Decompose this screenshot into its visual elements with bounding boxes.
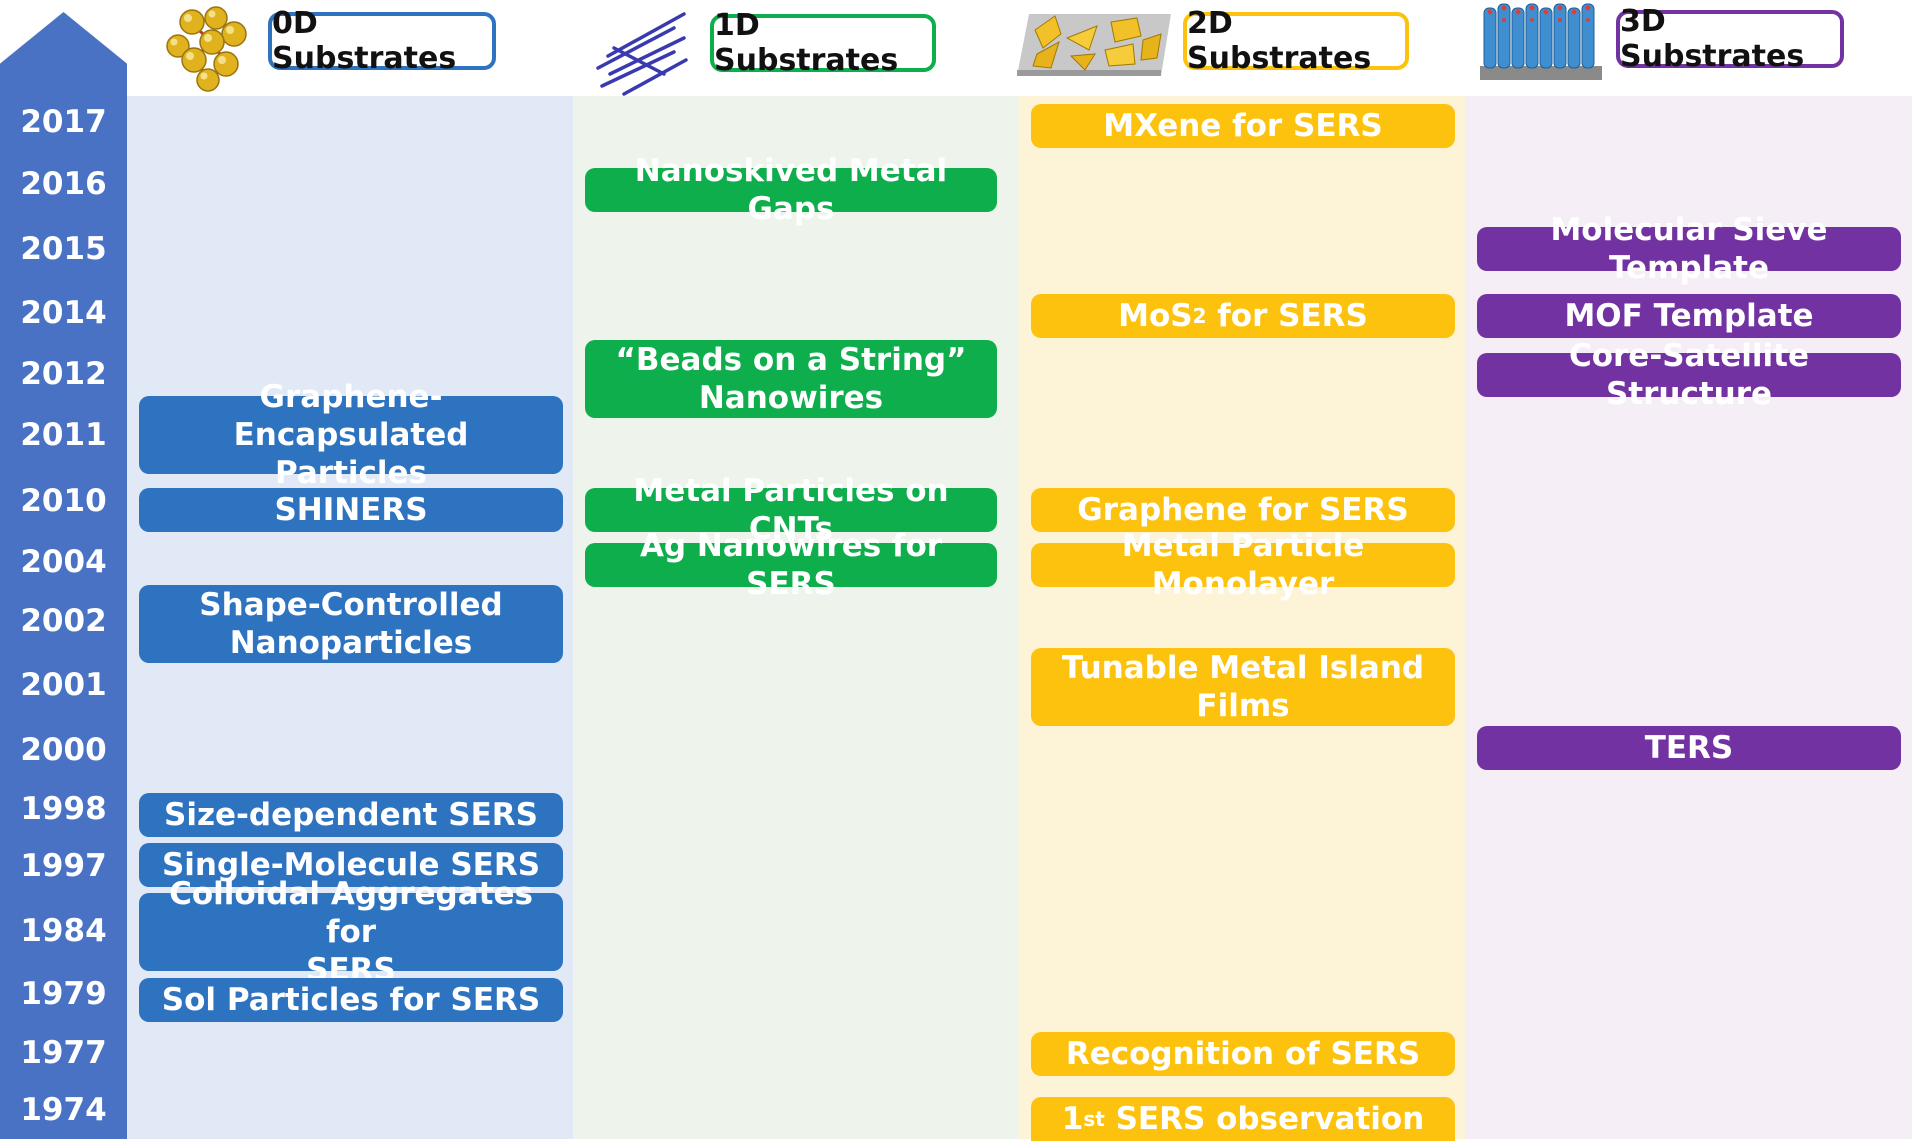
box-size-dependent-sers: Size-dependent SERS <box>139 793 563 837</box>
year-label: 2002 <box>20 603 107 639</box>
box-recognition-of-sers: Recognition of SERS <box>1031 1032 1455 1076</box>
box-beads-on-a-string-nanowires: “Beads on a String”Nanowires <box>585 340 997 418</box>
year-label: 1997 <box>20 848 107 884</box>
year-label: 2004 <box>20 544 107 580</box>
timeline-arrow-head <box>0 12 127 88</box>
year-label: 2010 <box>20 483 107 519</box>
header-3d-substrates: 3D Substrates <box>1616 4 1844 74</box>
year-label: 1984 <box>20 913 107 949</box>
box-metal-particle-monolayer: Metal Particle Monolayer <box>1031 528 1455 602</box>
box-text-line: Shape-Controlled <box>199 587 503 623</box>
nanowires-icon <box>596 12 688 96</box>
box-ters: TERS <box>1477 726 1901 770</box>
box-text-line: Tunable Metal Island <box>1061 650 1425 686</box>
box-shiners: SHINERS <box>139 488 563 532</box>
nanoplates-film-icon <box>1017 14 1171 76</box>
year-label: 2015 <box>20 231 107 267</box>
box-metal-particles-on-cnts: Metal Particles on CNTs <box>585 473 997 547</box>
year-label: 2012 <box>20 356 107 392</box>
box-text-for-sers: for SERS <box>1206 298 1368 334</box>
box-text-line: Nanowires <box>698 380 884 416</box>
box-text-sers-observation: SERS observation <box>1104 1101 1425 1137</box>
box-graphene-sers: Graphene for SERS <box>1031 488 1455 532</box>
timeline-axis <box>0 86 127 1139</box>
box-text-line: Nanoparticles <box>229 625 473 661</box>
header-1d-substrates: 1D Substrates <box>710 8 936 78</box>
box-molecular-sieve-template: Molecular Sieve Template <box>1477 212 1901 286</box>
box-text-line: Particles <box>274 455 428 491</box>
year-label: 1974 <box>20 1092 107 1128</box>
year-label: 2011 <box>20 417 107 453</box>
box-text-line: “Beads on a String” <box>615 342 967 378</box>
year-label: 2017 <box>20 104 107 140</box>
column-1d-background <box>573 96 1019 1139</box>
nanopillar-array-icon <box>1480 3 1602 80</box>
year-label: 1979 <box>20 976 107 1012</box>
year-label: 2001 <box>20 667 107 703</box>
box-ag-nanowires-sers: Ag Nanowires for SERS <box>585 528 997 602</box>
box-core-satellite-structure: Core-Satellite Structure <box>1477 338 1901 412</box>
box-nanoskived-metal-gaps: Nanoskived Metal Gaps <box>585 153 997 227</box>
year-label: 1998 <box>20 791 107 827</box>
nanoparticle-cluster-icon <box>166 6 247 92</box>
year-label: 1977 <box>20 1035 107 1071</box>
box-text-line: Films <box>1196 688 1290 724</box>
box-sol-particles-sers: Sol Particles for SERS <box>139 978 563 1022</box>
box-text-line: Graphene-Encapsulated <box>233 379 469 453</box>
box-mxene-sers: MXene for SERS <box>1031 104 1455 148</box>
column-2d-background <box>1019 96 1465 1139</box>
box-text-one: 1 <box>1061 1101 1084 1137</box>
box-text-line: Colloidal Aggregates for <box>169 876 533 950</box>
year-label: 2000 <box>20 732 107 768</box>
box-text-mos: MoS <box>1118 298 1193 334</box>
box-single-molecule-sers: Single-Molecule SERS <box>139 843 563 887</box>
header-0d-substrates: 0D Substrates <box>268 6 496 76</box>
header-2d-substrates: 2D Substrates <box>1183 6 1409 76</box>
year-label: 2016 <box>20 166 107 202</box>
box-mof-template: MOF Template <box>1477 294 1901 338</box>
year-label: 2014 <box>20 295 107 331</box>
